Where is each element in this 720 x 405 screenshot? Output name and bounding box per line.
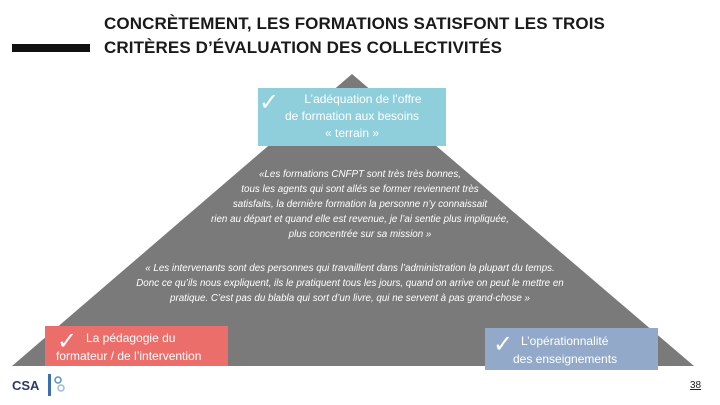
quote-formations-line-3: satisfaits, la dernière formation la per… <box>232 199 488 210</box>
quote-intervenants-line-3: pratique. C’est pas du blabla qui sort d… <box>170 293 530 304</box>
criterion-pedagogie-line-2: formateur / de l’intervention <box>56 349 202 363</box>
checkmark-icon: ✓ <box>493 331 514 358</box>
slide-title-line-2: CRITÈRES D’ÉVALUATION DES COLLECTIVITÉS <box>104 38 503 57</box>
quote-formations: «Les formations CNFPT sont très très bon… <box>160 167 560 242</box>
checkmark-icon: ✓ <box>57 328 78 355</box>
csa-logo: CSA <box>12 378 40 393</box>
criterion-pedagogie-line-1: La pédagogie du <box>86 331 176 345</box>
criterion-operationnalite-line-1: L’opérationnalité <box>521 334 609 348</box>
criterion-pedagogie-box: ✓ La pédagogie du formateur / de l’inter… <box>45 326 228 366</box>
quote-intervenants: « Les intervenants sont des personnes qu… <box>90 261 610 306</box>
criterion-operationnalite-line-2: des enseignements <box>513 352 618 366</box>
quote-intervenants-line-1: « Les intervenants sont des personnes qu… <box>145 263 555 274</box>
criterion-adequation-line-2: de formation aux besoins <box>284 109 420 123</box>
pyramid-shape <box>12 74 694 366</box>
quote-formations-line-2: tous les agents qui sont allés se former… <box>241 184 479 195</box>
quote-intervenants-line-2: Donc ce qu’ils nous expliquent, ils le p… <box>136 278 564 289</box>
partner-logo-icon <box>48 374 65 396</box>
criterion-operationnalite-box: ✓ L’opérationnalité des enseignements <box>485 328 658 370</box>
title-accent-bar <box>12 44 90 52</box>
criterion-adequation-line-3: « terrain » <box>324 126 380 140</box>
criterion-adequation-line-1: L’adéquation de l’offre <box>304 92 422 106</box>
criterion-adequation-box: ✓ L’adéquation de l’offre de formation a… <box>258 88 446 146</box>
slide-title: CONCRÈTEMENT, LES FORMATIONS SATISFONT L… <box>104 12 704 60</box>
quote-formations-line-1: «Les formations CNFPT sont très très bon… <box>258 169 461 180</box>
slide-title-line-1: CONCRÈTEMENT, LES FORMATIONS SATISFONT L… <box>104 14 605 33</box>
quote-formations-line-4: rien au départ et quand elle est revenue… <box>211 214 509 225</box>
page-number: 38 <box>690 380 702 391</box>
checkmark-icon: ✓ <box>259 89 280 116</box>
quote-formations-line-5: plus concentrée sur sa mission » <box>288 229 432 240</box>
